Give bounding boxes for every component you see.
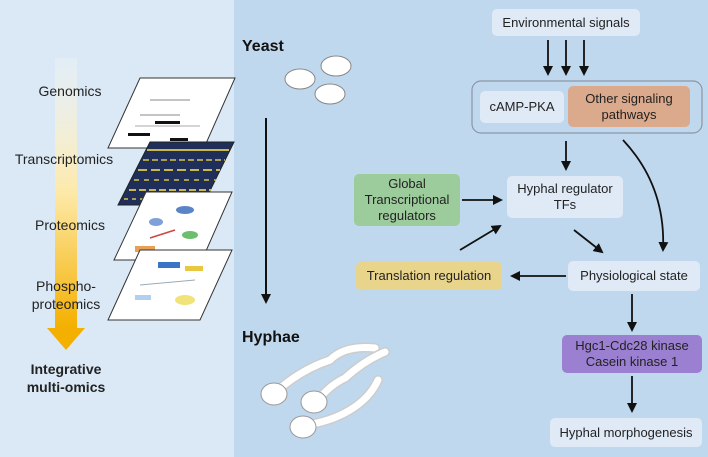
pathway-arrows bbox=[459, 40, 669, 413]
integrative-multi-omics-label: Integrative multi-omics bbox=[26, 361, 106, 395]
yeast-label: Yeast bbox=[242, 38, 284, 55]
yeast-cells-icon bbox=[284, 55, 352, 105]
environmental-signals-node: Environmental signals bbox=[492, 9, 640, 36]
global-transcriptional-regulators-node: Global Transcriptional regulators bbox=[354, 174, 460, 226]
omics-label-proteomics: Proteomics bbox=[34, 217, 106, 233]
omics-label-transcriptomics: Transcriptomics bbox=[14, 151, 114, 167]
hyphal-morphogenesis-node: Hyphal morphogenesis bbox=[550, 418, 702, 447]
physiological-state-node: Physiological state bbox=[568, 261, 700, 291]
hyphae-cells-icon bbox=[260, 342, 390, 439]
hyphae-label: Hyphae bbox=[242, 329, 300, 346]
kinases-node: Hgc1-Cdc28 kinase Casein kinase 1 bbox=[562, 335, 702, 373]
omics-label-genomics: Genomics bbox=[38, 83, 102, 99]
camp-pka-node: cAMP-PKA bbox=[480, 91, 564, 123]
hyphal-regulator-tfs-node: Hyphal regulator TFs bbox=[507, 176, 623, 218]
other-signaling-pathways-node: Other signaling pathways bbox=[568, 86, 690, 127]
omics-layer-stack-icon bbox=[107, 77, 236, 321]
phosphoproteomics-layer bbox=[107, 249, 233, 321]
translation-regulation-node: Translation regulation bbox=[356, 262, 502, 290]
integration-gradient-arrow bbox=[47, 58, 85, 350]
omics-label-phosphoproteomics: Phospho- proteomics bbox=[31, 278, 101, 312]
proteomics-layer bbox=[113, 191, 233, 261]
signaling-group-frame bbox=[471, 80, 703, 134]
genomics-layer bbox=[107, 77, 236, 149]
